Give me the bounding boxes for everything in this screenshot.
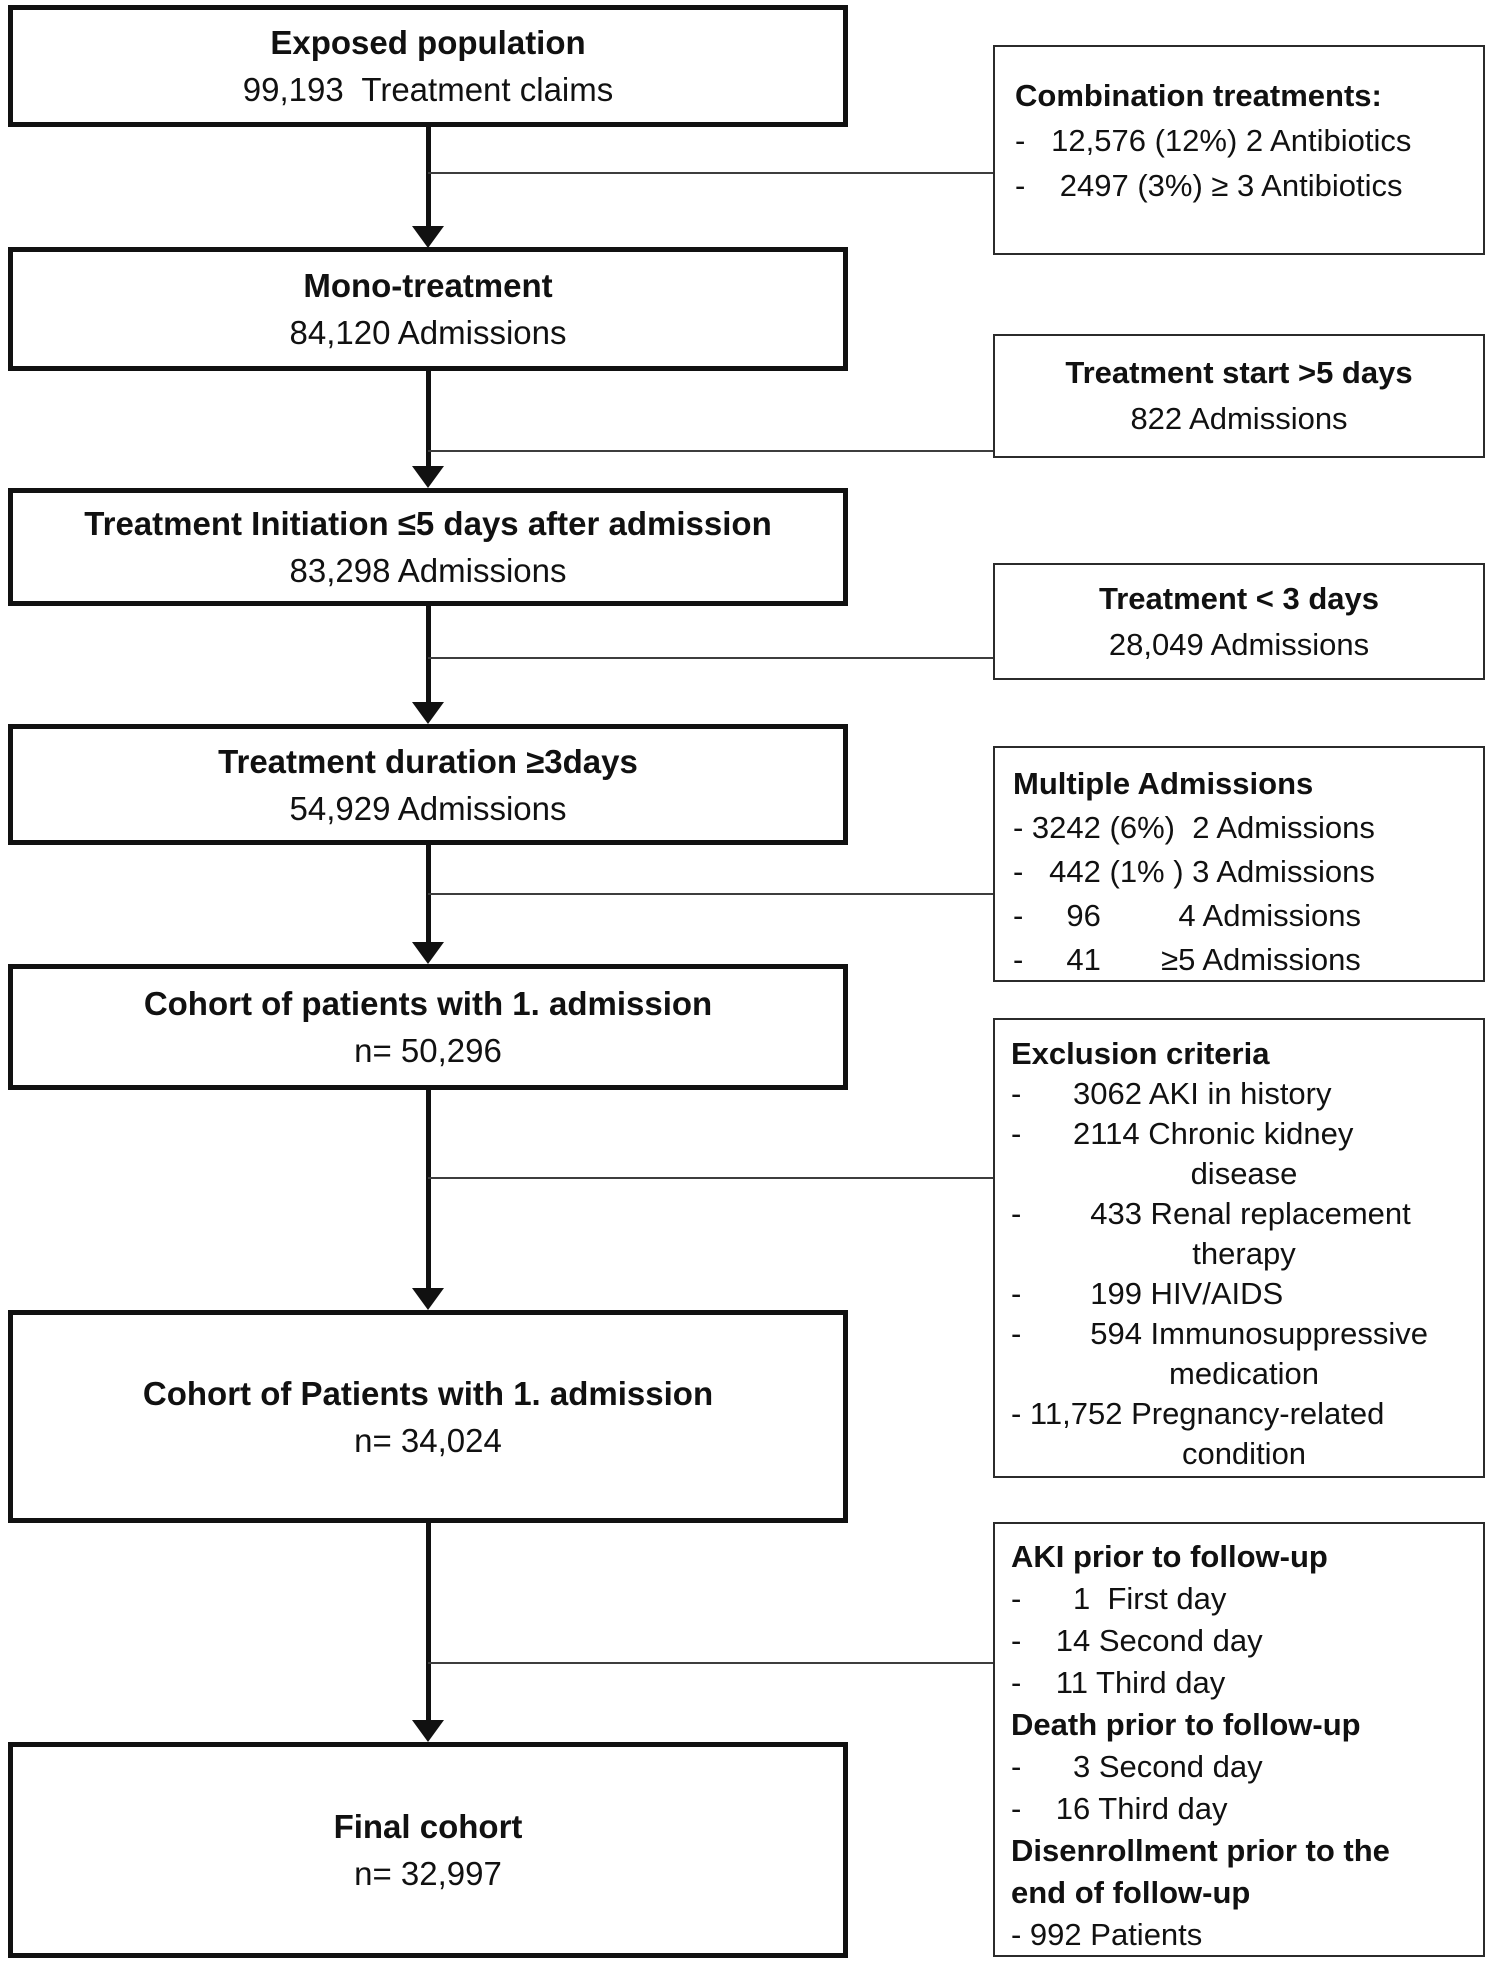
- side-box-item-wrap: condition: [1181, 1436, 1307, 1471]
- side-box-item: - 199 HIV/AIDS: [1011, 1276, 1284, 1311]
- flow-box-value: n= 34,024: [354, 1421, 502, 1459]
- side-box-exclusion-criteria: Exclusion criteria - 3062 AKI in history…: [993, 1018, 1485, 1478]
- flow-box-title: Cohort of Patients with 1. admission: [142, 1374, 714, 1412]
- flow-box-exposed-population: Exposed population 99,193 Treatment clai…: [8, 5, 848, 127]
- down-arrow-stem-3: [426, 604, 431, 707]
- side-box-item-wrap: therapy: [1192, 1236, 1296, 1271]
- side-box-item: - 2114 Chronic kidney: [1011, 1116, 1354, 1151]
- down-arrow-stem-6: [426, 1521, 431, 1725]
- flow-box-title: Mono-treatment: [303, 267, 553, 304]
- side-box-item: - 3242 (6%) 2 Admissions: [1013, 810, 1375, 845]
- down-arrow-head-1: [412, 226, 444, 248]
- flow-box-value: 84,120 Admissions: [289, 314, 567, 351]
- side-box-treatment-short: Treatment < 3 days 28,049 Admissions: [993, 563, 1485, 680]
- side-box-title: Combination treatments:: [1015, 78, 1382, 113]
- flow-box-final-cohort: Final cohort n= 32,997: [8, 1742, 848, 1958]
- flow-box-value: 99,193 Treatment claims: [242, 71, 614, 108]
- side-box-item-wrap: disease: [1190, 1156, 1298, 1191]
- branch-line-5: [428, 1177, 993, 1179]
- flow-box-mono-treatment: Mono-treatment 84,120 Admissions: [8, 247, 848, 371]
- side-box-item: - 14 Second day: [1011, 1623, 1263, 1658]
- flow-box-cohort-first-admission: Cohort of patients with 1. admission n= …: [8, 964, 848, 1090]
- flow-box-title: Treatment Initiation ≤5 days after admis…: [84, 505, 772, 542]
- side-box-item: - 3 Second day: [1011, 1749, 1263, 1784]
- side-box-item: - 1 First day: [1011, 1581, 1227, 1616]
- side-box-multiple-admissions: Multiple Admissions - 3242 (6%) 2 Admiss…: [993, 746, 1485, 982]
- down-arrow-head-3: [412, 702, 444, 724]
- side-box-item: - 594 Immunosuppressive: [1011, 1316, 1428, 1351]
- side-box-item: - 442 (1% ) 3 Admissions: [1013, 854, 1375, 889]
- side-box-item: 28,049 Admissions: [1108, 626, 1370, 662]
- side-box-title: AKI prior to follow-up: [1011, 1539, 1328, 1574]
- down-arrow-head-2: [412, 466, 444, 488]
- branch-line-2: [428, 450, 993, 452]
- down-arrow-stem-5: [426, 1088, 431, 1293]
- side-box-item: - 11,752 Pregnancy-related: [1011, 1396, 1385, 1431]
- side-box-item: - 433 Renal replacement: [1011, 1196, 1411, 1231]
- side-box-subtitle: Disenrollment prior to the: [1011, 1833, 1390, 1868]
- flow-box-treatment-initiation: Treatment Initiation ≤5 days after admis…: [8, 488, 848, 606]
- down-arrow-head-4: [412, 942, 444, 964]
- flow-box-title: Treatment duration ≥3days: [218, 742, 638, 780]
- down-arrow-stem-2: [426, 369, 431, 471]
- side-box-item: - 41 ≥5 Admissions: [1013, 942, 1361, 977]
- down-arrow-head-5: [412, 1288, 444, 1310]
- flow-box-title: Cohort of patients with 1. admission: [143, 985, 713, 1022]
- flow-box-title: Final cohort: [333, 1808, 523, 1845]
- side-box-combination-treatments: Combination treatments: - 12,576 (12%) 2…: [993, 45, 1485, 255]
- flow-box-value: 83,298 Admissions: [289, 552, 567, 589]
- side-box-title: Treatment start >5 days: [1065, 355, 1413, 390]
- side-box-title: Treatment < 3 days: [1099, 580, 1379, 616]
- side-box-item: 822 Admissions: [1130, 401, 1348, 436]
- side-box-title: Exclusion criteria: [1011, 1036, 1270, 1071]
- side-box-subtitle: Death prior to follow-up: [1011, 1707, 1361, 1742]
- side-box-item: - 96 4 Admissions: [1013, 898, 1362, 933]
- down-arrow-stem-1: [426, 125, 431, 230]
- down-arrow-stem-4: [426, 843, 431, 947]
- side-box-item: - 16 Third day: [1011, 1791, 1228, 1826]
- flow-box-value: 54,929 Admissions: [289, 789, 567, 827]
- branch-line-1: [428, 172, 993, 174]
- branch-line-4: [428, 893, 993, 895]
- branch-line-3: [428, 657, 993, 659]
- side-box-treatment-start-late: Treatment start >5 days 822 Admissions: [993, 334, 1485, 458]
- branch-line-6: [428, 1662, 993, 1664]
- side-box-item: - 12,576 (12%) 2 Antibiotics: [1015, 123, 1412, 158]
- side-box-subtitle: end of follow-up: [1011, 1875, 1251, 1910]
- side-box-item: - 3062 AKI in history: [1011, 1076, 1332, 1111]
- side-box-item: - 11 Third day: [1011, 1665, 1226, 1700]
- side-box-item-wrap: medication: [1169, 1356, 1319, 1391]
- down-arrow-head-6: [412, 1720, 444, 1742]
- flow-box-value: n= 50,296: [354, 1032, 502, 1069]
- flow-box-cohort-after-exclusions: Cohort of Patients with 1. admission n= …: [8, 1310, 848, 1523]
- side-box-item: - 2497 (3%) ≥ 3 Antibiotics: [1015, 168, 1403, 203]
- side-box-item: - 992 Patients: [1011, 1917, 1203, 1952]
- flow-box-treatment-duration: Treatment duration ≥3days 54,929 Admissi…: [8, 724, 848, 845]
- flow-box-title: Exposed population: [270, 24, 586, 61]
- flow-box-value: n= 32,997: [354, 1855, 502, 1892]
- side-box-title: Multiple Admissions: [1013, 766, 1314, 801]
- side-box-prior-to-follow-up: AKI prior to follow-up - 1 First day - 1…: [993, 1522, 1485, 1957]
